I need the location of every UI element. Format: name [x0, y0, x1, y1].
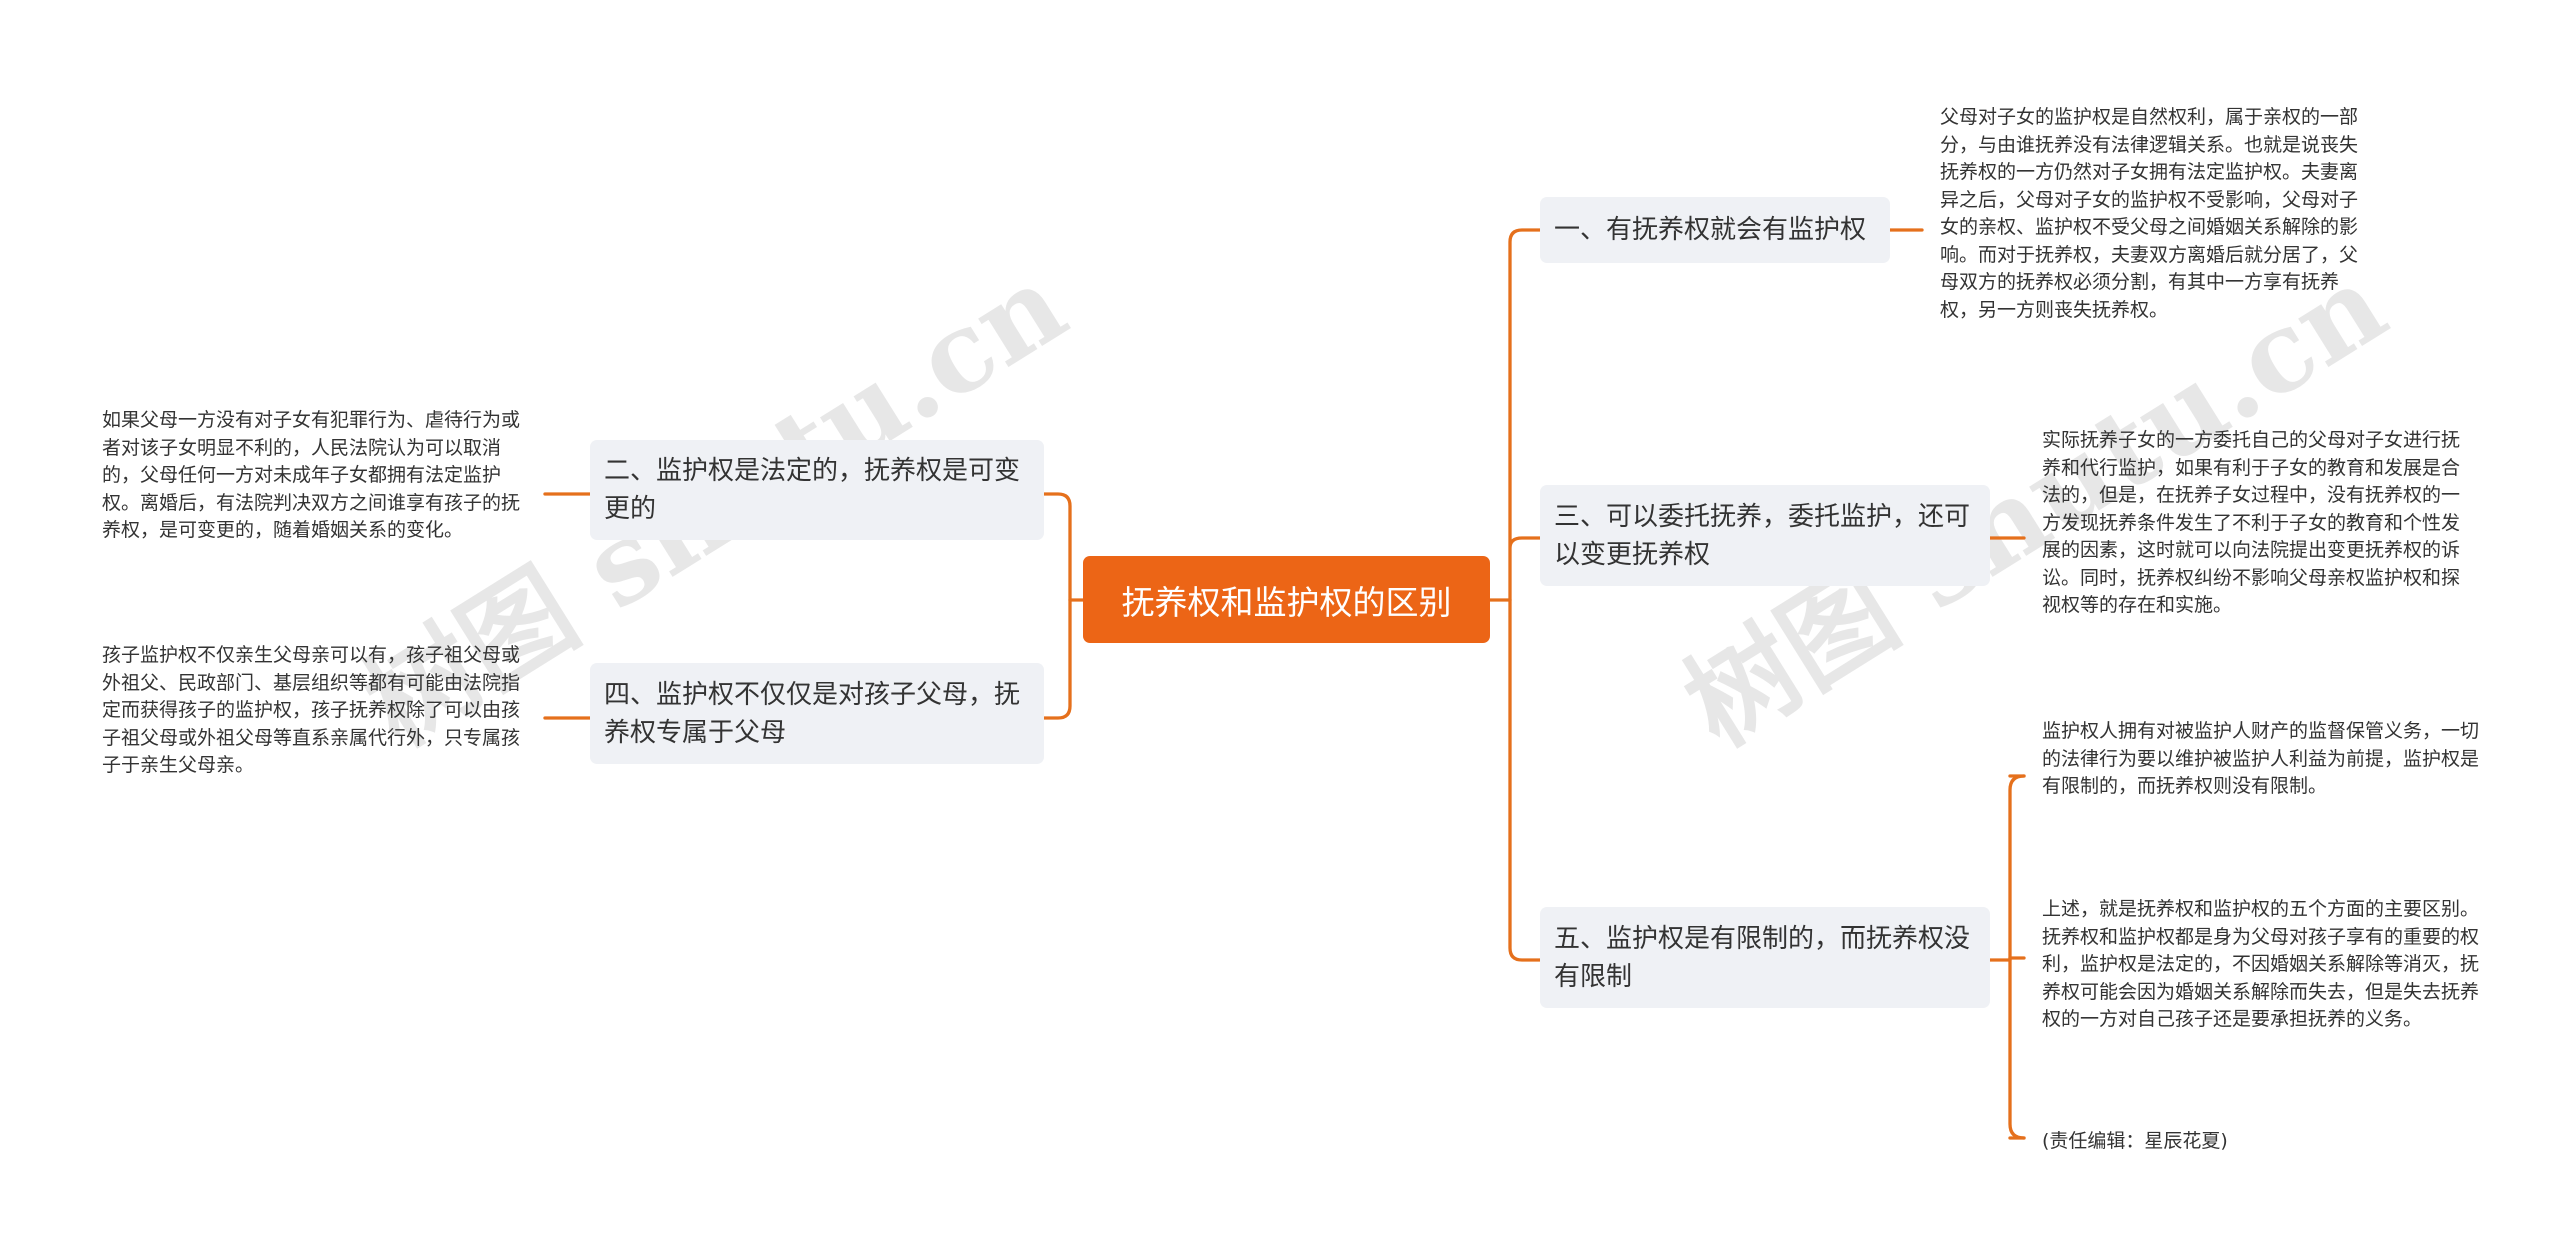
branch-4[interactable]: 四、监护权不仅仅是对孩子父母，抚养权专属于父母	[590, 663, 1044, 764]
branch-4-note: 孩子监护权不仅亲生父母亲可以有，孩子祖父母或外祖父、民政部门、基层组织等都有可能…	[102, 644, 521, 776]
branch-4-label: 四、监护权不仅仅是对孩子父母，抚养权专属于父母	[604, 679, 1021, 748]
branch-3-note: 实际抚养子女的一方委托自己的父母对子女进行抚养和代行监护，如果有利于子女的教育和…	[2042, 429, 2461, 616]
branch-1-label: 一、有抚养权就会有监护权	[1554, 215, 1867, 245]
branch-2[interactable]: 二、监护权是法定的，抚养权是可变更的	[590, 440, 1044, 540]
branch-3[interactable]: 三、可以委托抚养，委托监护，还可以变更抚养权	[1540, 485, 1990, 586]
branch-3-label: 三、可以委托抚养，委托监护，还可以变更抚养权	[1554, 501, 1971, 570]
branch-2-label: 二、监护权是法定的，抚养权是可变更的	[604, 456, 1021, 524]
branch-5-note-3: (责任编辑：星辰花夏)	[2042, 1130, 2228, 1152]
root-topic[interactable]: 抚养权和监护权的区别	[1083, 556, 1490, 643]
connector-left-trunk	[1042, 492, 1072, 720]
branch-1-note: 父母对子女的监护权是自然权利，属于亲权的一部分，与由谁抚养没有法律逻辑关系。也就…	[1940, 106, 2359, 321]
branch-5-note-1: 监护权人拥有对被监护人财产的监督保管义务，一切的法律行为要以维护被监护人利益为前…	[2042, 720, 2480, 797]
branch-5-note-2: 上述，就是抚养权和监护权的五个方面的主要区别。抚养权和监护权都是身为父母对孩子享…	[2042, 898, 2480, 1030]
branch-5-label: 五、监护权是有限制的，而抚养权没有限制	[1554, 923, 1971, 992]
branch-2-note: 如果父母一方没有对子女有犯罪行为、虐待行为或者对该子女明显不利的，人民法院认为可…	[102, 409, 521, 541]
branch-1[interactable]: 一、有抚养权就会有监护权	[1540, 197, 1890, 263]
connector-right-trunk	[1508, 228, 1542, 962]
branch-5[interactable]: 五、监护权是有限制的，而抚养权没有限制	[1540, 907, 1990, 1008]
root-topic-label: 抚养权和监护权的区别	[1121, 582, 1452, 622]
